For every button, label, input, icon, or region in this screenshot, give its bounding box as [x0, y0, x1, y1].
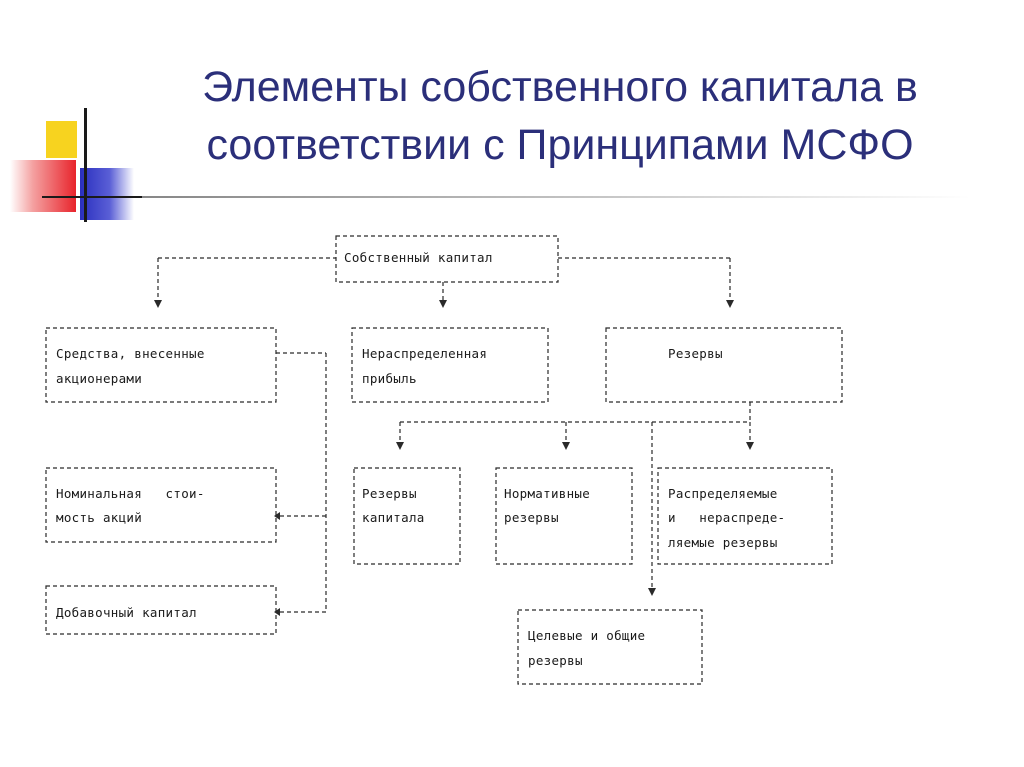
arrow-down-icon: [562, 442, 570, 450]
arrow-down-icon: [154, 300, 162, 308]
target-reserves-line1: Целевые и общие: [528, 628, 646, 643]
deco-horizontal-line: [42, 196, 142, 198]
distributable-reserves-line2: и нераспреде-: [668, 510, 786, 525]
distributable-reserves-box-frame: [657, 467, 833, 565]
deco-yellow-square: [46, 121, 77, 158]
target-reserves-line2: резервы: [528, 653, 583, 668]
capital-reserves-line2: капитала: [362, 510, 425, 525]
contributed-line2: акционерами: [56, 371, 143, 386]
distributable-reserves-line1: Распределяемые: [668, 486, 778, 501]
retained-box-frame: [351, 327, 549, 403]
arrow-down-icon: [439, 300, 447, 308]
nominal-line1: Номинальная стои-: [56, 486, 205, 501]
root-box-frame: [335, 235, 559, 283]
slide-title: Элементы собственного капитала в соответ…: [120, 58, 1000, 174]
capital-reserves-box-frame: [353, 467, 461, 565]
reserves-box-frame: [605, 327, 843, 403]
arrow-down-icon: [648, 588, 656, 596]
arrow-down-icon: [746, 442, 754, 450]
retained-line1: Нераспределенная: [362, 346, 488, 361]
distributable-reserves-line3: ляемые резервы: [668, 535, 778, 550]
additional-line1: Добавочный капитал: [56, 605, 197, 620]
normative-reserves-line2: резервы: [504, 510, 559, 525]
capital-reserves-line1: Резервы: [362, 486, 417, 501]
root-label: Собственный капитал: [344, 250, 493, 265]
reserves-label: Резервы: [668, 346, 723, 361]
target-reserves-box-frame: [517, 609, 703, 685]
deco-blue-square: [80, 168, 134, 220]
contributed-box-frame: [45, 327, 277, 403]
additional-box-frame: [45, 585, 277, 635]
normative-reserves-box-frame: [495, 467, 633, 565]
retained-line2: прибыль: [362, 371, 417, 386]
title-underline: [90, 196, 970, 198]
deco-red-square: [10, 160, 76, 212]
arrow-down-icon: [396, 442, 404, 450]
arrow-down-icon: [726, 300, 734, 308]
slide-title-line2: соответствии с Принципами МСФО: [206, 121, 914, 169]
nominal-line2: мость акций: [56, 510, 143, 525]
deco-vertical-line: [84, 108, 87, 222]
contributed-line1: Средства, внесенные: [56, 346, 205, 361]
nominal-box-frame: [45, 467, 277, 543]
arrow-left-icon: [274, 608, 280, 616]
normative-reserves-line1: Нормативные: [504, 486, 591, 501]
arrow-left-icon: [274, 512, 280, 520]
slide-title-line1: Элементы собственного капитала в: [202, 63, 918, 111]
